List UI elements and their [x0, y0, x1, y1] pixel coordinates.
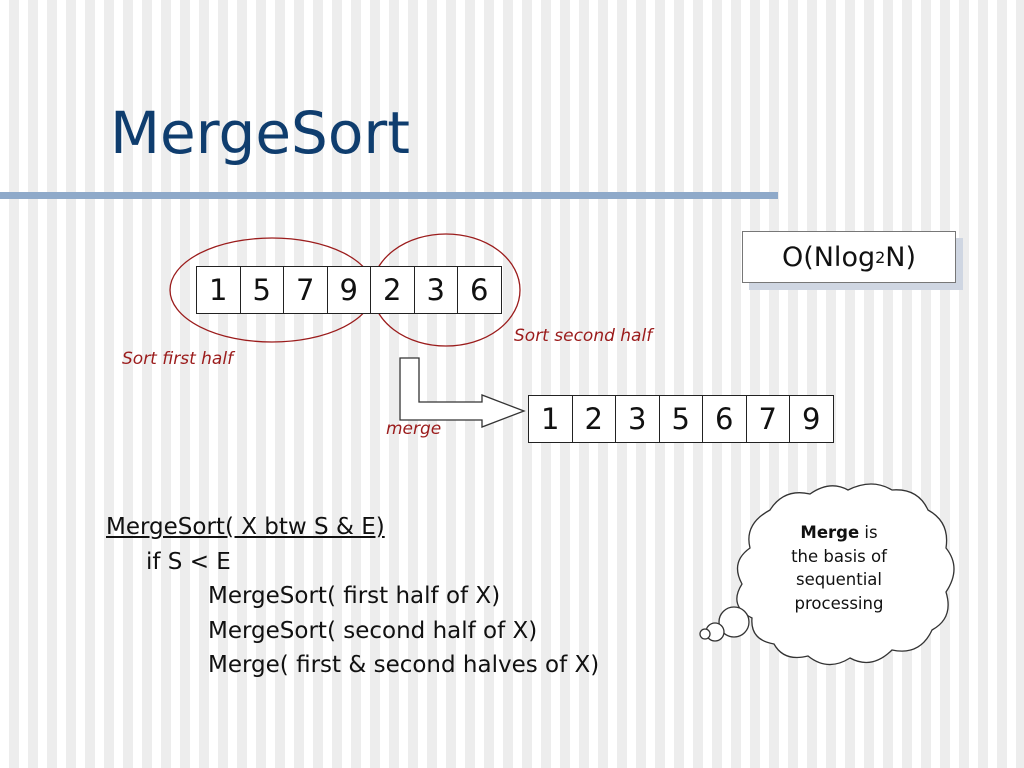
title-underline-bar — [0, 192, 778, 199]
pseudocode-block: MergeSort( X btw S & E) if S < E MergeSo… — [106, 510, 599, 683]
merge-label: merge — [386, 419, 442, 439]
cloud-shape — [736, 483, 955, 666]
input-array-cell: 1 — [197, 266, 241, 314]
sorted-array-cell: 1 — [529, 395, 573, 443]
sorted-array-cell: 6 — [703, 395, 747, 443]
pseudocode-line-5: Merge( first & second halves of X) — [208, 652, 600, 678]
pseudocode-line-2: if S < E — [146, 548, 231, 575]
cloud-line-1-rest: is — [859, 523, 878, 542]
cloud-text: Merge is the basis of sequential process… — [766, 521, 912, 615]
complexity-suffix: N) — [885, 241, 917, 273]
pseudocode-line-1: MergeSort( X btw S & E) — [106, 514, 385, 540]
sort-first-half-label: Sort first half — [122, 349, 234, 369]
sort-second-half-label: Sort second half — [514, 326, 653, 346]
sorted-array-cell: 7 — [746, 395, 790, 443]
sorted-array-cell: 2 — [572, 395, 616, 443]
sorted-array-cell: 3 — [616, 395, 660, 443]
cloud-line-2: the basis of — [791, 546, 887, 566]
slide-title: MergeSort — [110, 99, 410, 167]
sorted-array-cell: 5 — [659, 395, 703, 443]
cloud-line-3: sequential — [795, 570, 883, 589]
cloud-line-4: processing — [794, 593, 884, 613]
input-array-cell: 7 — [284, 266, 328, 314]
input-array-cell: 2 — [371, 266, 415, 314]
complexity-prefix: O(Nlog — [781, 241, 876, 273]
cloud-bubble-large — [718, 606, 750, 638]
complexity-subscript: 2 — [875, 247, 886, 267]
input-array-cell: 9 — [327, 266, 371, 314]
cloud-bold-word: Merge — [800, 523, 860, 542]
cloud-line-1: Merge is — [766, 521, 912, 545]
pseudocode-line-4: MergeSort( second half of X) — [208, 617, 538, 644]
thought-cloud — [699, 483, 955, 666]
pseudocode-line-3: MergeSort( first half of X) — [208, 583, 501, 609]
input-array-cell: 5 — [240, 266, 284, 314]
input-array-cell: 3 — [414, 266, 458, 314]
cloud-bubble-small — [699, 628, 711, 640]
sorted-array-cell: 9 — [790, 395, 834, 443]
merge-arrow — [399, 357, 526, 428]
input-array-cell: 6 — [458, 266, 502, 314]
